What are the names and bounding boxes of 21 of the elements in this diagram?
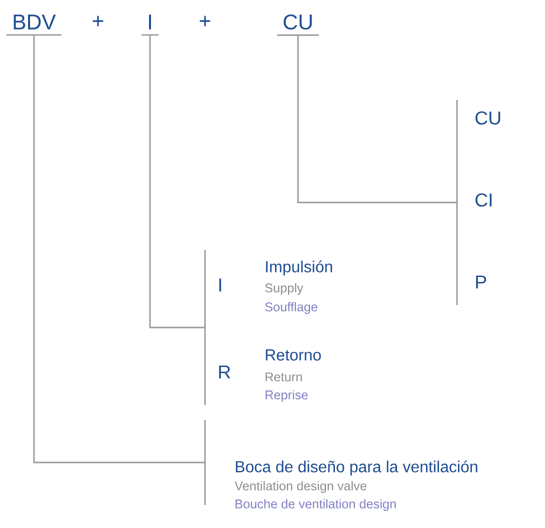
option-code: CU [476,111,500,125]
option-code: CI [476,193,492,207]
option-code: P [476,276,486,288]
plus-sign: + [200,16,210,26]
spanish-term: Boca de diseño para la ventilación [236,460,478,476]
spanish-term: Retorno [266,349,321,361]
plus-sign: + [92,16,104,26]
connector-line [149,34,205,328]
french-term: Soufflage [265,302,318,314]
connector-line [33,34,205,464]
option-code: R [219,366,230,378]
code-term: CU [277,14,319,36]
french-term: Reprise [266,390,308,402]
spanish-term: Impulsión [266,260,332,276]
code-term: I [141,14,159,36]
english-term: Supply [265,283,304,295]
french-term: Bouche de ventilation design [236,499,396,511]
code-term: BDV [6,14,62,36]
english-term: Ventilation design valve [234,481,366,493]
connector-line [297,35,457,204]
english-term: Return [266,372,302,382]
